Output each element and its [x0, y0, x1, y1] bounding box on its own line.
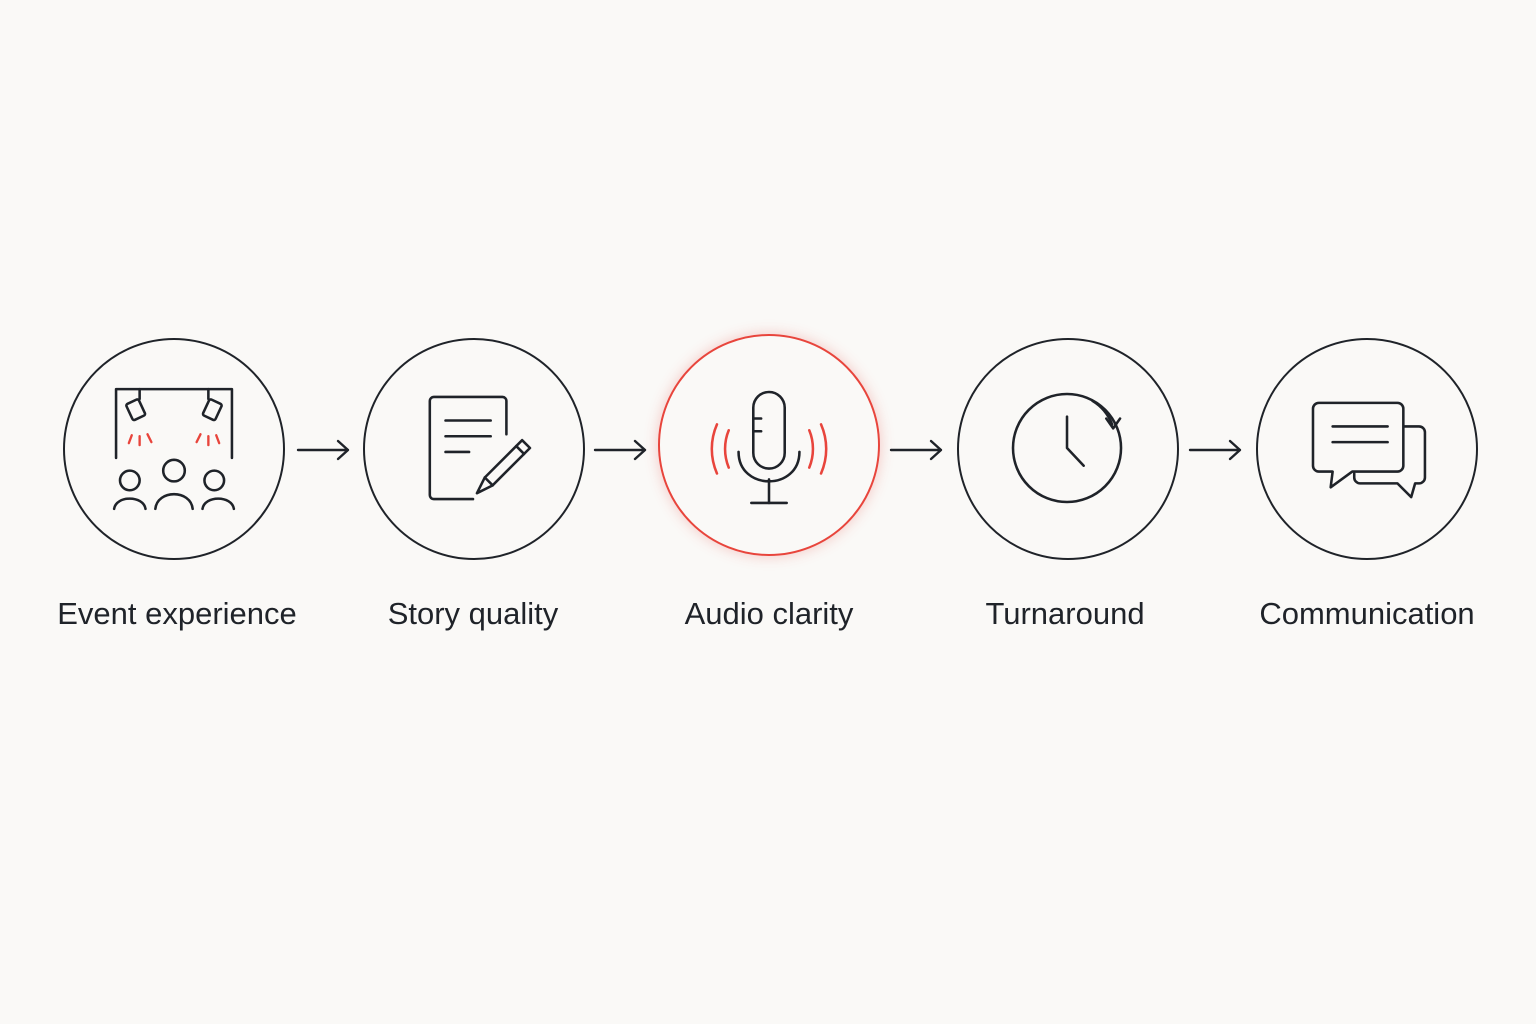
arrow-right-icon: [1188, 439, 1242, 461]
step-audio-clarity: [658, 334, 880, 556]
chat-bubbles-icon: [1311, 401, 1427, 499]
clock-icon: [1011, 392, 1123, 504]
step-label: Audio clarity: [684, 596, 854, 631]
arrow-right-icon: [889, 439, 943, 461]
step-story-quality: [363, 338, 585, 560]
arrow-right-icon: [593, 439, 647, 461]
arrow-right-icon: [296, 439, 350, 461]
stage-audience-icon: [112, 387, 236, 511]
step-communication: [1256, 338, 1478, 560]
step-label: Event experience: [57, 596, 297, 631]
step-event-experience: [63, 338, 285, 560]
step-label: Turnaround: [985, 596, 1145, 631]
step-label: Communication: [1259, 596, 1475, 631]
step-label: Story quality: [387, 596, 559, 631]
microphone-icon: [710, 390, 828, 505]
document-pencil-icon: [428, 395, 532, 501]
step-turnaround: [957, 338, 1179, 560]
